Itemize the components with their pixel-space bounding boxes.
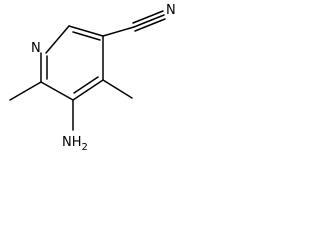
methyl-bond-c4 (102, 79, 133, 99)
bond-c3-cn (102, 26, 135, 37)
triple-bond-line-3 (134, 18, 166, 32)
nitrile-group (102, 10, 166, 37)
bond-c4-c5 (72, 79, 104, 101)
structure-diagram: N N NH2 (9, 3, 176, 153)
bond-c2-c3-inner (72, 31, 101, 41)
bond-n1-c2 (45, 25, 70, 54)
amino-label-main: NH (62, 135, 82, 150)
bond-c5-c6 (40, 81, 74, 101)
bond-c2-c3 (68, 25, 104, 37)
triple-bond-line-1 (133, 14, 165, 28)
amino-label-subscript: 2 (82, 142, 88, 153)
triple-bond-line-2 (132, 10, 164, 24)
amino-label: NH2 (62, 135, 88, 153)
methyl-bond-c6 (9, 81, 42, 101)
cyano-nitrogen-label: N (166, 3, 176, 18)
pyridine-ring (40, 25, 104, 101)
bond-c4-c5-inner (73, 76, 99, 94)
ring-nitrogen-label: N (31, 41, 41, 56)
